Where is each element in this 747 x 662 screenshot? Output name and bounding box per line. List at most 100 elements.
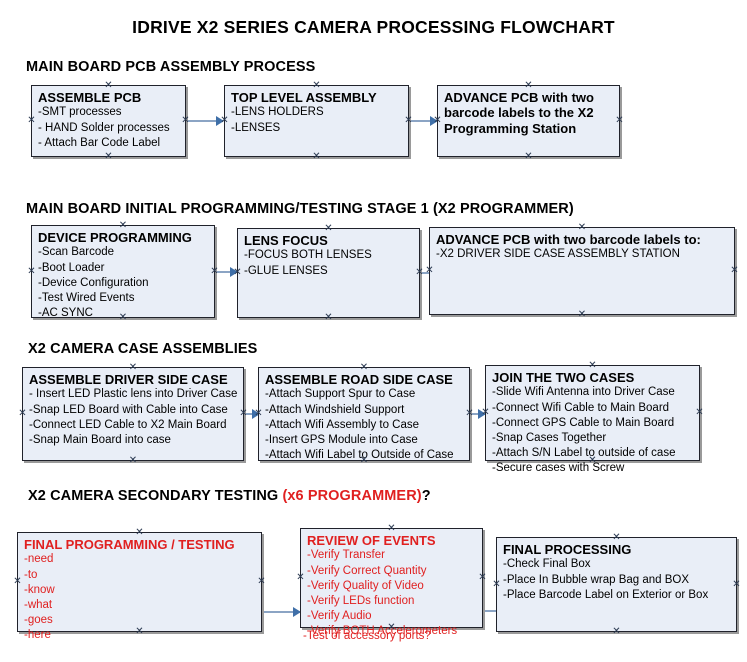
review-of-events-overflow-item: -Test of accessory ports? <box>303 630 431 642</box>
node-title: DEVICE PROGRAMMING <box>38 230 192 245</box>
list-item: -Verify Audio <box>307 610 372 623</box>
node-final-programming-testing[interactable]: FINAL PROGRAMMING / TESTING -need -to -k… <box>13 528 265 642</box>
list-item: -Insert GPS Module into Case <box>265 433 418 446</box>
list-item: -Verify Quality of Video <box>307 579 424 592</box>
list-item: -Attach Windshield Support <box>265 403 405 416</box>
connection-handle-right[interactable]: ✕ <box>730 265 739 276</box>
node-advance-pcb-programming-station[interactable]: ADVANCE PCB with two barcode labels to t… <box>433 81 623 162</box>
list-item: - Insert LED Plastic lens into Driver Ca… <box>29 388 238 401</box>
section-heading-secondary-testing: X2 CAMERA SECONDARY TESTING (x6 PROGRAMM… <box>28 488 431 504</box>
connection-handle-left[interactable]: ✕ <box>18 408 27 419</box>
node-title: ADVANCE PCB with two barcode labels to t… <box>444 90 594 136</box>
list-item: -to <box>24 568 38 581</box>
node-item-list: -Check Final Box -Place In Bubble wrap B… <box>503 557 731 603</box>
node-join-the-two-cases[interactable]: JOIN THE TWO CASES -Slide Wifi Antenna i… <box>481 361 703 475</box>
connection-handle-top[interactable]: ✕ <box>128 362 138 373</box>
list-item: -Connect Wifi Cable to Main Board <box>492 401 670 414</box>
list-item: -Boot Loader <box>38 261 105 274</box>
node-item-list: -LENS HOLDERS -LENSES <box>231 105 403 135</box>
node-title: JOIN THE TWO CASES <box>492 370 635 385</box>
connection-handle-top[interactable]: ✕ <box>524 80 533 91</box>
connection-handle-right[interactable]: ✕ <box>695 407 704 418</box>
connection-handle-top[interactable]: ✕ <box>612 532 621 543</box>
list-item: -X2 DRIVER SIDE CASE ASSEMBLY STATION <box>436 248 680 261</box>
node-item-list: - Insert LED Plastic lens into Driver Ca… <box>29 387 238 448</box>
list-item: -LENS HOLDERS <box>231 106 324 119</box>
connector-device-programming-to-lens-focus <box>217 267 238 277</box>
list-item: -Place Barcode Label on Exterior or Box <box>503 588 709 601</box>
connection-handle-top[interactable]: ✕ <box>104 80 113 91</box>
connection-handle-top[interactable]: ✕ <box>135 527 144 538</box>
list-item: -Place In Bubble wrap Bag and BOX <box>503 573 690 586</box>
connection-handle-top[interactable]: ✕ <box>387 523 396 534</box>
connection-handle-top[interactable]: ✕ <box>577 222 587 233</box>
section-heading-tail: ? <box>421 488 431 504</box>
section-heading-pcb-assembly: MAIN BOARD PCB ASSEMBLY PROCESS <box>26 59 316 75</box>
node-item-list: -Verify Transfer -Verify Correct Quantit… <box>307 548 477 639</box>
connection-handle-bottom[interactable]: ✕ <box>104 151 113 162</box>
node-item-list: -X2 DRIVER SIDE CASE ASSEMBLY STATION <box>436 247 729 262</box>
list-item: -Verify Transfer <box>307 549 385 562</box>
node-final-processing[interactable]: FINAL PROCESSING -Check Final Box -Place… <box>492 533 740 637</box>
list-item: - Attach Bar Code Label <box>38 136 161 149</box>
connection-handle-left[interactable]: ✕ <box>27 265 36 277</box>
connector-driver-case-to-road-case <box>246 409 260 419</box>
connector-assemble-pcb-to-top-level <box>188 116 224 126</box>
list-item: -LENSES <box>231 121 281 134</box>
connection-handle-bottom[interactable]: ✕ <box>324 312 333 323</box>
connection-handle-right[interactable]: ✕ <box>257 576 266 587</box>
list-item: -Connect GPS Cable to Main Board <box>492 416 675 429</box>
connection-handle-right[interactable]: ✕ <box>478 572 487 583</box>
node-lens-focus[interactable]: LENS FOCUS -FOCUS BOTH LENSES -GLUE LENS… <box>233 224 423 323</box>
section-heading-accent: (x6 PROGRAMMER) <box>282 488 422 504</box>
node-assemble-pcb[interactable]: ASSEMBLE PCB -SMT processes - HAND Solde… <box>27 81 189 162</box>
list-item: -Test Wired Events <box>38 291 135 304</box>
section-heading-case-assemblies: X2 CAMERA CASE ASSEMBLIES <box>28 341 258 357</box>
node-title: ASSEMBLE PCB <box>38 90 142 105</box>
connection-handle-top[interactable]: ✕ <box>359 362 369 373</box>
node-assemble-driver-side-case[interactable]: ASSEMBLE DRIVER SIDE CASE - Insert LED P… <box>18 363 247 466</box>
node-title: REVIEW OF EVENTS <box>307 533 436 548</box>
list-item: -Connect LED Cable to X2 Main Board <box>29 418 227 431</box>
connection-handle-top[interactable]: ✕ <box>588 360 597 371</box>
node-item-list: -Slide Wifi Antenna into Driver Case -Co… <box>492 385 694 476</box>
connection-handle-left[interactable]: ✕ <box>296 572 305 583</box>
node-device-programming[interactable]: DEVICE PROGRAMMING -Scan Barcode -Boot L… <box>27 221 218 323</box>
connection-handle-top[interactable]: ✕ <box>312 80 321 91</box>
node-review-of-events[interactable]: REVIEW OF EVENTS -Verify Transfer -Verif… <box>296 524 486 638</box>
list-item: -FOCUS BOTH LENSES <box>244 249 372 262</box>
connection-handle-top[interactable]: ✕ <box>324 223 333 234</box>
list-item: -GLUE LENSES <box>244 264 328 277</box>
node-item-list: -FOCUS BOTH LENSES -GLUE LENSES <box>244 248 414 278</box>
connection-handle-left[interactable]: ✕ <box>27 115 36 126</box>
node-title: FINAL PROCESSING <box>503 542 632 557</box>
connector-top-level-to-advance-pcb <box>411 116 438 126</box>
connection-handle-right[interactable]: ✕ <box>615 115 624 126</box>
list-item: -need <box>24 553 54 566</box>
list-item: -here <box>24 629 51 642</box>
connection-handle-bottom[interactable]: ✕ <box>128 455 138 466</box>
node-top-level-assembly[interactable]: TOP LEVEL ASSEMBLY -LENS HOLDERS -LENSES… <box>220 81 412 162</box>
connection-handle-bottom[interactable]: ✕ <box>524 151 533 162</box>
node-item-list: -need -to -know -what -goes -here <box>24 552 256 643</box>
list-item: -Slide Wifi Antenna into Driver Case <box>492 386 675 399</box>
list-item: -Verify Correct Quantity <box>307 564 427 577</box>
list-item: -SMT processes <box>38 106 122 119</box>
connection-handle-bottom[interactable]: ✕ <box>577 309 587 320</box>
connection-handle-left[interactable]: ✕ <box>13 576 22 587</box>
connection-handle-bottom[interactable]: ✕ <box>612 626 621 637</box>
connection-handle-bottom[interactable]: ✕ <box>312 151 321 162</box>
connection-handle-right[interactable]: ✕ <box>732 578 741 590</box>
node-title: ASSEMBLE DRIVER SIDE CASE <box>29 372 228 387</box>
list-item: -know <box>24 583 55 596</box>
list-item: - HAND Solder processes <box>38 121 170 134</box>
list-item: -Attach Wifi Assembly to Case <box>265 418 420 431</box>
list-item: -Verify LEDs function <box>307 594 415 607</box>
connection-handle-top[interactable]: ✕ <box>118 220 128 231</box>
node-advance-pcb-driver-side-station[interactable]: ADVANCE PCB with two barcode labels to: … <box>425 223 738 320</box>
list-item: -AC SYNC <box>38 307 93 320</box>
connection-handle-left[interactable]: ✕ <box>492 578 501 590</box>
node-assemble-road-side-case[interactable]: ASSEMBLE ROAD SIDE CASE -Attach Support … <box>254 363 473 466</box>
node-title: ASSEMBLE ROAD SIDE CASE <box>265 372 453 387</box>
